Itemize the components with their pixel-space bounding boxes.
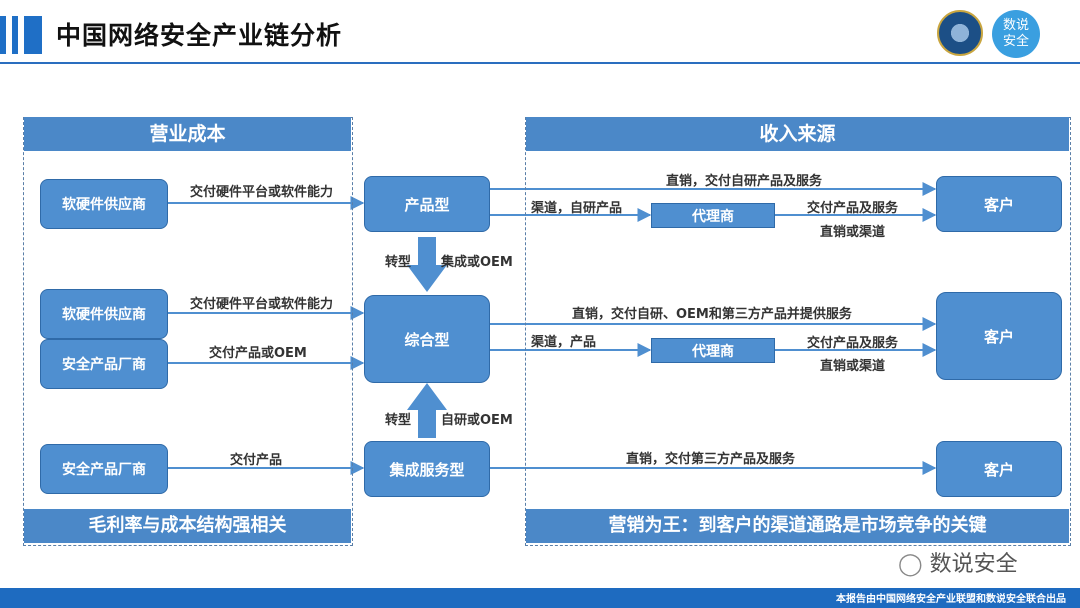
- supply-label: 交付产品或OEM: [209, 346, 307, 361]
- cost-panel-title: 营业成本: [24, 117, 351, 151]
- customer-box: 客户: [936, 292, 1062, 380]
- supplier-box: 软硬件供应商: [40, 179, 168, 229]
- service-type-box: 集成服务型: [364, 441, 490, 497]
- cost-panel-footer: 毛利率与成本结构强相关: [24, 509, 351, 543]
- vendor-box: 安全产品厂商: [40, 339, 168, 389]
- transition-label: 转型: [385, 255, 412, 270]
- page-title: 中国网络安全产业链分析: [56, 21, 343, 50]
- shushuo-logo: 数说安全: [992, 10, 1040, 58]
- revenue-label: 渠道，自研产品: [531, 201, 623, 216]
- footer-bar: 本报告由中国网络安全产业联盟和数说安全联合出品: [0, 588, 1080, 608]
- wechat-icon: ◯: [898, 552, 923, 577]
- revenue-label: 直销或渠道: [820, 359, 886, 374]
- footer-note: 本报告由中国网络安全产业联盟和数说安全联合出品: [836, 594, 1066, 605]
- watermark: ◯ 数说安全: [898, 552, 1018, 577]
- transition-label: 自研或OEM: [441, 413, 513, 428]
- alliance-logo-icon: [937, 10, 983, 56]
- supply-label: 交付产品: [230, 453, 283, 468]
- supply-label: 交付硬件平台或软件能力: [190, 297, 334, 312]
- title-bar-accent-1: [0, 16, 6, 54]
- agent-box: 代理商: [651, 203, 775, 228]
- block-arrow-up: [407, 383, 447, 438]
- transition-label: 转型: [385, 413, 412, 428]
- revenue-label: 直销或渠道: [820, 225, 886, 240]
- title-bar-accent-2: [12, 16, 18, 54]
- supplier-box: 软硬件供应商: [40, 289, 168, 339]
- revenue-label: 直销，交付自研产品及服务: [666, 174, 823, 189]
- revenue-label: 交付产品及服务: [807, 336, 899, 351]
- header-divider: [0, 62, 1080, 64]
- customer-box: 客户: [936, 441, 1062, 497]
- customer-box: 客户: [936, 176, 1062, 232]
- revenue-label: 渠道，产品: [531, 335, 597, 350]
- agent-box: 代理商: [651, 338, 775, 363]
- vendor-box: 安全产品厂商: [40, 444, 168, 494]
- block-arrow-down: [407, 237, 447, 292]
- transition-label: 集成或OEM: [441, 255, 513, 270]
- revenue-label: 直销，交付第三方产品及服务: [626, 452, 796, 467]
- title-bar-accent-3: [24, 16, 42, 54]
- revenue-label: 直销，交付自研、OEM和第三方产品并提供服务: [572, 307, 852, 322]
- supply-label: 交付硬件平台或软件能力: [190, 185, 334, 200]
- product-type-box: 产品型: [364, 176, 490, 232]
- revenue-panel-footer: 营销为王：到客户的渠道通路是市场竞争的关键: [526, 509, 1069, 543]
- revenue-panel-title: 收入来源: [526, 117, 1069, 151]
- integrated-type-box: 综合型: [364, 295, 490, 383]
- revenue-label: 交付产品及服务: [807, 201, 899, 216]
